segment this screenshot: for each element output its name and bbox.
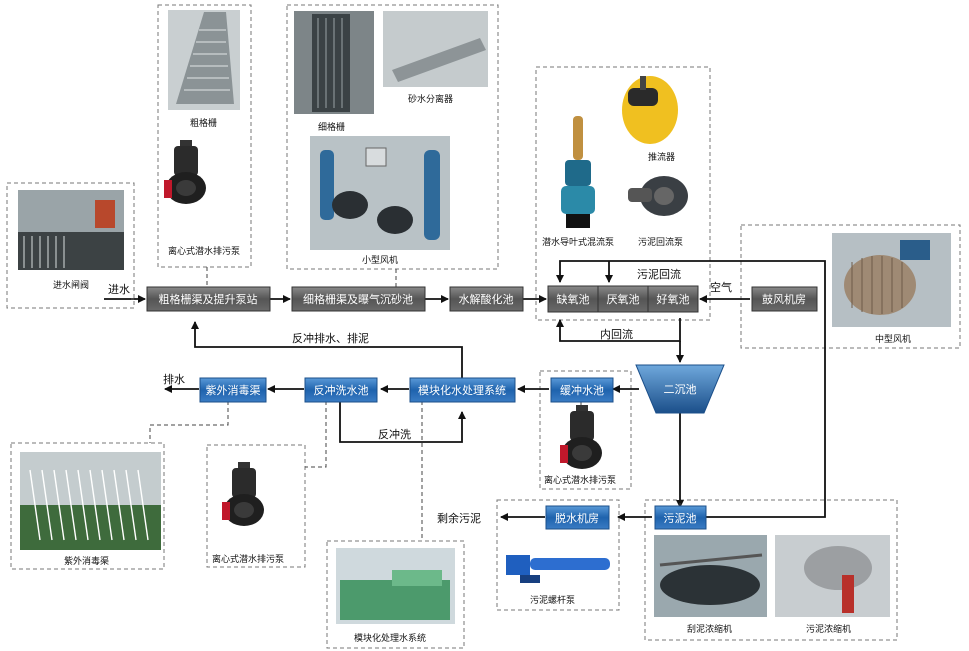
backwash-drain-line <box>191 321 463 378</box>
caption-fine-grille: 细格栅 <box>318 121 345 133</box>
text-buffer-tank: 缓冲水池 <box>560 383 604 397</box>
text-blower-house: 鼓风机房 <box>762 292 806 306</box>
text-secondary-clarifier: 二沉池 <box>664 383 697 396</box>
text-uv-channel: 紫外消毒渠 <box>206 383 261 397</box>
dewatering-group <box>496 499 620 611</box>
box-coarse-screen <box>146 286 271 312</box>
caption-submersible-pump-2: 离心式潜水排污泵 <box>544 474 616 486</box>
box-dewatering-house <box>545 505 610 530</box>
sludge-thickening-group <box>644 499 898 641</box>
submersible-pump-icon-3 <box>222 462 264 526</box>
coarse-screen-group <box>157 4 252 268</box>
box-aerobic <box>647 285 699 313</box>
box-backwash-tank <box>304 377 378 403</box>
text-coarse-screen: 粗格栅渠及提升泵站 <box>159 292 258 306</box>
caption-propeller-pump: 潜水导叶式混流泵 <box>542 236 614 248</box>
box-hydrolysis <box>449 286 524 312</box>
sludge-return-line <box>556 260 826 518</box>
box-fine-screen <box>291 286 426 312</box>
inlet-gate-group <box>6 182 135 309</box>
caption-sand-separator: 砂水分离器 <box>408 93 453 105</box>
caption-modular-system: 模块化处理水系统 <box>354 632 426 644</box>
label-discharge: 排水 <box>163 372 185 386</box>
box-secondary-clarifier <box>635 364 725 414</box>
caption-medium-blower: 中型风机 <box>875 333 911 345</box>
caption-mixer: 推流器 <box>648 151 675 163</box>
text-anoxic: 缺氧池 <box>557 292 590 306</box>
text-sludge-tank: 污泥池 <box>664 512 697 525</box>
aeration-equipment-group <box>535 66 711 321</box>
label-inflow: 进水 <box>108 283 130 296</box>
text-anaerobic: 厌氧池 <box>607 292 640 306</box>
caption-screw-pump: 污泥螺杆泵 <box>530 594 575 606</box>
label-internal-return: 内回流 <box>600 327 633 341</box>
caption-sludge-return-pump: 污泥回流泵 <box>638 236 683 248</box>
box-buffer-tank <box>550 377 614 403</box>
caption-small-blower: 小型风机 <box>362 254 398 266</box>
label-sludge-return: 污泥回流 <box>637 267 681 281</box>
propeller-pump-icon <box>561 116 595 228</box>
submersible-pump-icon-2 <box>560 405 602 469</box>
box-anoxic <box>547 285 599 313</box>
label-backwash: 反冲洗 <box>378 427 411 441</box>
internal-return-line <box>556 318 681 342</box>
backwash-pump-group <box>206 444 306 568</box>
box-sludge-tank <box>654 505 707 530</box>
caption-inlet-gate: 进水闸阀 <box>53 279 89 291</box>
box-anaerobic <box>597 285 649 313</box>
backwash-line <box>339 401 466 443</box>
caption-coarse-grille: 粗格栅 <box>190 117 217 129</box>
blower-house-group <box>740 224 961 349</box>
text-fine-screen: 细格栅渠及曝气沉砂池 <box>303 292 413 306</box>
fine-screen-group <box>286 4 499 270</box>
text-dewatering-house: 脱水机房 <box>555 511 599 525</box>
mixer-icon <box>622 76 678 144</box>
text-backwash-tank: 反冲洗水池 <box>314 383 369 397</box>
label-backwash-drain: 反冲排水、排泥 <box>292 331 369 345</box>
caption-sludge-thickener: 污泥浓缩机 <box>806 623 851 635</box>
caption-uv-channel: 紫外消毒渠 <box>64 555 109 567</box>
submersible-pump-icon-1 <box>164 140 206 204</box>
box-blower-house <box>751 286 818 312</box>
modular-system-group <box>326 540 465 649</box>
buffer-tank-group <box>539 370 632 490</box>
caption-submersible-pump-3: 离心式潜水排污泵 <box>212 553 284 565</box>
box-uv-channel <box>199 377 267 403</box>
label-excess-sludge: 剩余污泥 <box>437 511 481 525</box>
text-hydrolysis: 水解酸化池 <box>459 292 514 306</box>
sludge-return-pump-icon <box>628 176 688 216</box>
caption-submersible-pump-1: 离心式潜水排污泵 <box>168 245 240 257</box>
label-air: 空气 <box>710 280 732 294</box>
caption-scraper-thickener: 刮泥浓缩机 <box>687 623 732 635</box>
text-modular-system: 模块化水处理系统 <box>418 383 506 397</box>
screw-pump-icon <box>506 555 610 583</box>
text-aerobic: 好氧池 <box>657 292 690 306</box>
box-modular-system <box>409 377 516 403</box>
